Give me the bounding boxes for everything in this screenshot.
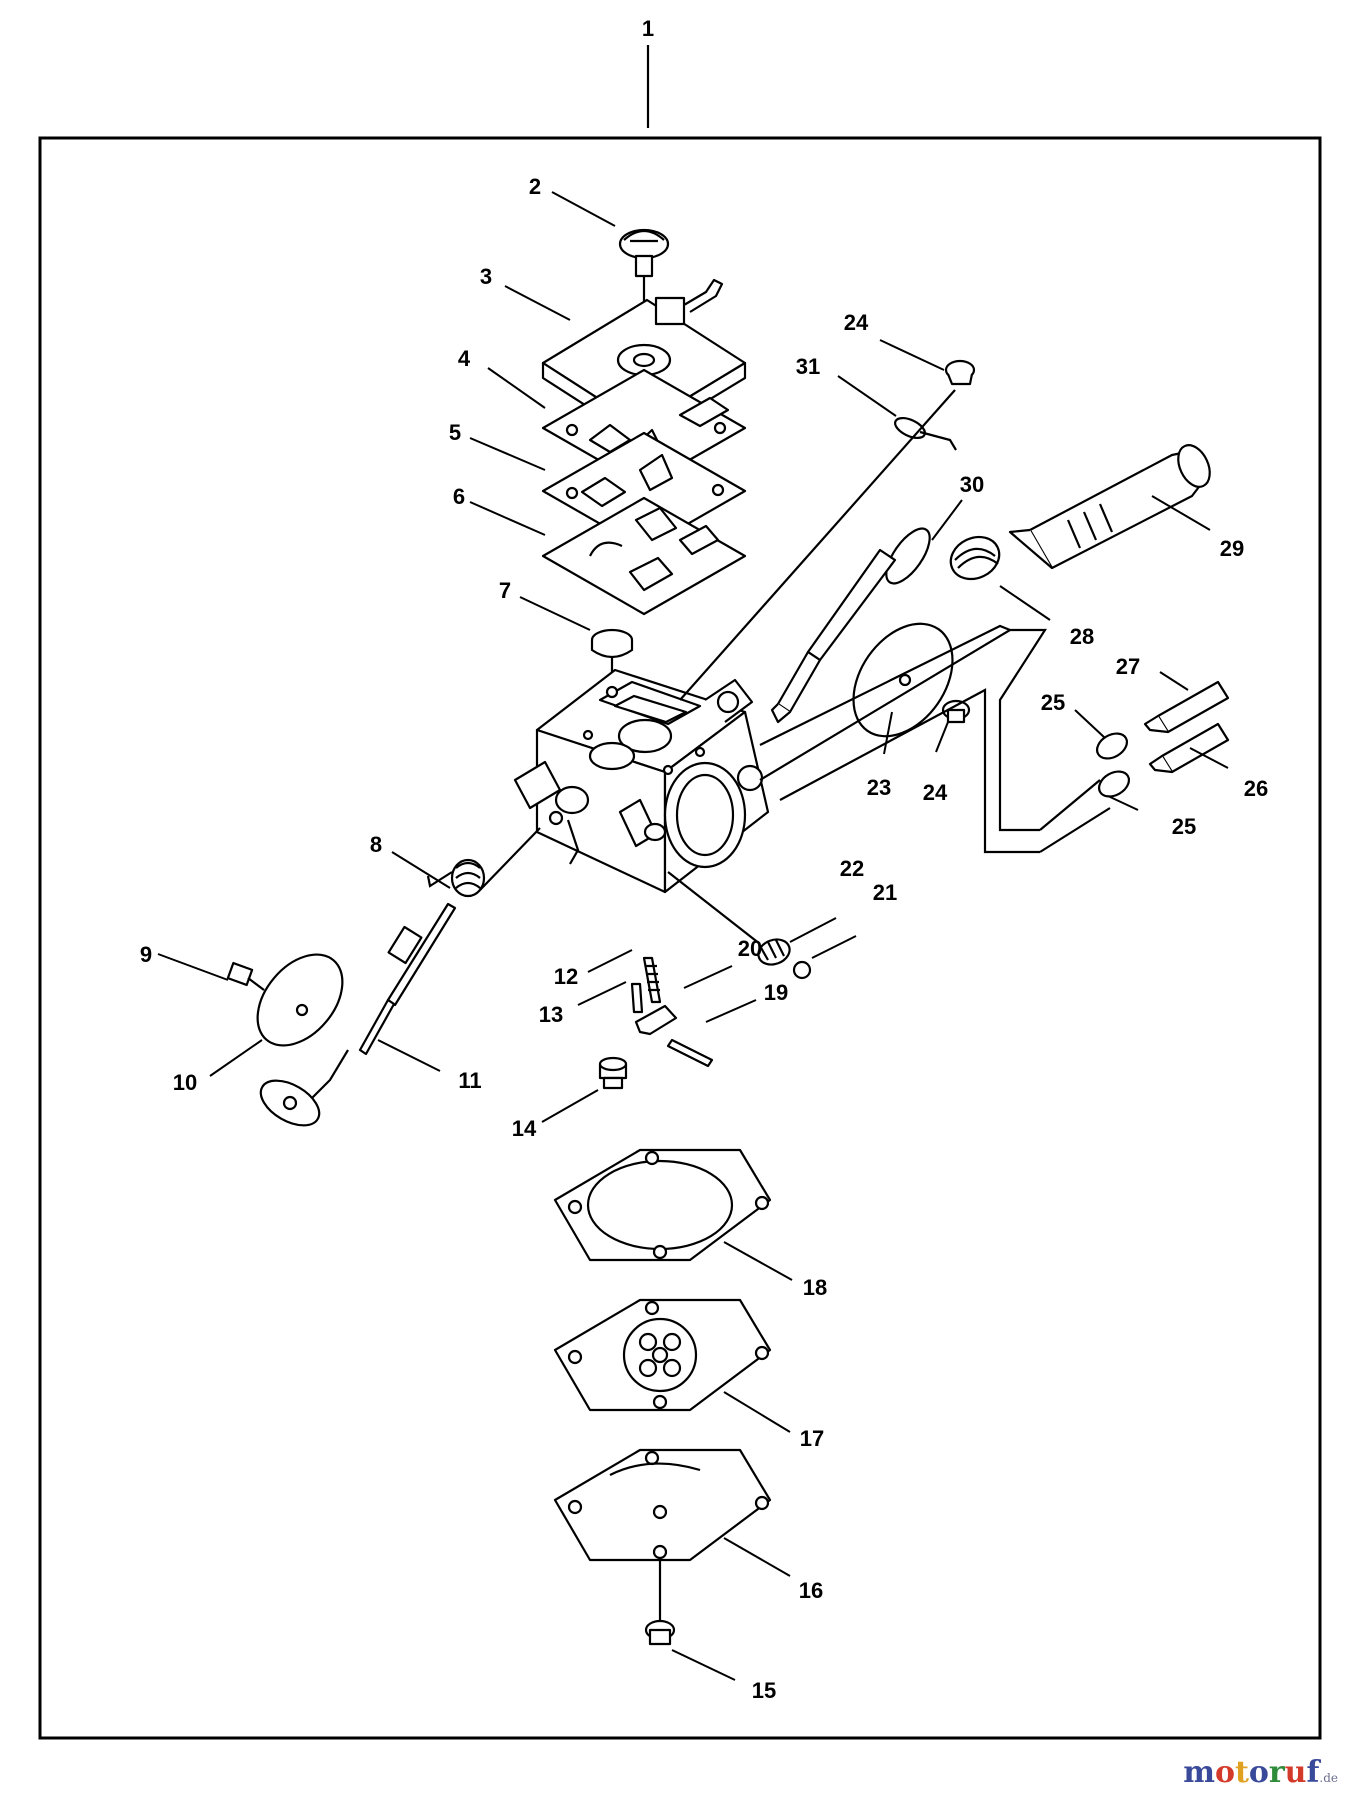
callout-11: 11: [458, 1068, 481, 1093]
part-10-throttle-plate: [256, 953, 344, 1047]
part-24-screw-lower: [941, 699, 971, 724]
callout-6: 6: [453, 484, 465, 509]
callout-22: 22: [840, 856, 864, 881]
callout-24-upper: 24: [844, 310, 869, 335]
part-16-cover: [553, 1448, 772, 1620]
callout-15: 15: [752, 1678, 776, 1703]
part-8-return-spring: [426, 858, 486, 898]
part-23-choke-plate: [852, 622, 954, 738]
callout-13: 13: [539, 1002, 563, 1027]
part-15-screw: [644, 1619, 676, 1646]
watermark-letter: o: [1248, 1755, 1269, 1790]
callout-26: 26: [1244, 776, 1268, 801]
part-9-screw: [226, 961, 265, 991]
choke-shaft-assembly-line: [759, 624, 1111, 854]
leader-lines: [157, 191, 1229, 1681]
callout-9: 9: [140, 942, 152, 967]
callout-21: 21: [873, 880, 897, 905]
part-22-spring: [667, 871, 791, 966]
callout-28: 28: [1070, 624, 1094, 649]
part-29-primer-bulb: [1008, 444, 1211, 570]
callout-20: 20: [738, 936, 762, 961]
part-4-gasket: [541, 368, 747, 488]
callout-30: 30: [960, 472, 984, 497]
part-20-metering-lever: [634, 1004, 678, 1036]
callout-1: 1: [642, 16, 654, 41]
watermark-letter: t: [1234, 1755, 1249, 1790]
part-30-primer-plunger: [770, 527, 931, 724]
callout-25-lower: 25: [1172, 814, 1196, 839]
part-21-ball: [792, 960, 812, 980]
callout-18: 18: [803, 1275, 827, 1300]
part-14-plug: [598, 1056, 628, 1090]
watermark-letter: r: [1268, 1755, 1285, 1790]
callout-labels: 1 2 3 4 5 6 7 8 9 10 11 12 13 14 15 16 1…: [140, 16, 1268, 1703]
callout-17: 17: [800, 1426, 824, 1451]
part-26-low-speed-needle: [1148, 722, 1230, 774]
watermark-letter: f: [1306, 1755, 1320, 1790]
callout-8: 8: [370, 832, 382, 857]
callout-23: 23: [867, 775, 891, 800]
callout-2: 2: [529, 174, 541, 199]
callout-5: 5: [449, 420, 461, 445]
part-19-pin: [666, 1038, 714, 1068]
part-5-diaphragm: [541, 431, 747, 551]
watermark-letter: o: [1214, 1755, 1235, 1790]
watermark-domain-suffix: .de: [1319, 1771, 1338, 1785]
callout-31: 31: [796, 354, 820, 379]
part-25-spring-upper: [1095, 732, 1129, 760]
motoruf-watermark: motoruf.de: [1183, 1755, 1338, 1790]
callout-12: 12: [554, 964, 578, 989]
callout-14: 14: [512, 1116, 537, 1141]
part-25-spring-lower: [1097, 770, 1131, 798]
choke-link-line: [679, 389, 956, 701]
callout-27: 27: [1116, 654, 1140, 679]
carburetor-body: [513, 668, 770, 894]
part-31-clip: [894, 416, 957, 451]
part-17-metering-diaphragm: [553, 1298, 772, 1412]
callout-10: 10: [173, 1070, 197, 1095]
callout-25-upper: 25: [1041, 690, 1065, 715]
part-12-spring: [642, 956, 662, 1004]
watermark-logo-text: motoruf: [1183, 1755, 1319, 1790]
part-6-gasket: [541, 496, 747, 616]
callout-7: 7: [499, 578, 511, 603]
callout-19: 19: [764, 980, 788, 1005]
callout-29: 29: [1220, 536, 1244, 561]
part-11-throttle-shaft: [259, 827, 541, 1127]
callout-16: 16: [799, 1578, 823, 1603]
part-24-screw-upper: [944, 359, 976, 386]
part-18-gasket: [553, 1148, 772, 1262]
watermark-letter: u: [1284, 1755, 1307, 1790]
callout-24-lower: 24: [923, 780, 948, 805]
diagram-frame: [38, 136, 1322, 1740]
part-27-high-speed-needle: [1143, 680, 1230, 734]
callout-3: 3: [480, 264, 492, 289]
part-28-spring: [949, 535, 1001, 581]
part-13-needle: [630, 982, 644, 1014]
callout-4: 4: [458, 346, 471, 371]
watermark-letter: m: [1183, 1755, 1215, 1790]
